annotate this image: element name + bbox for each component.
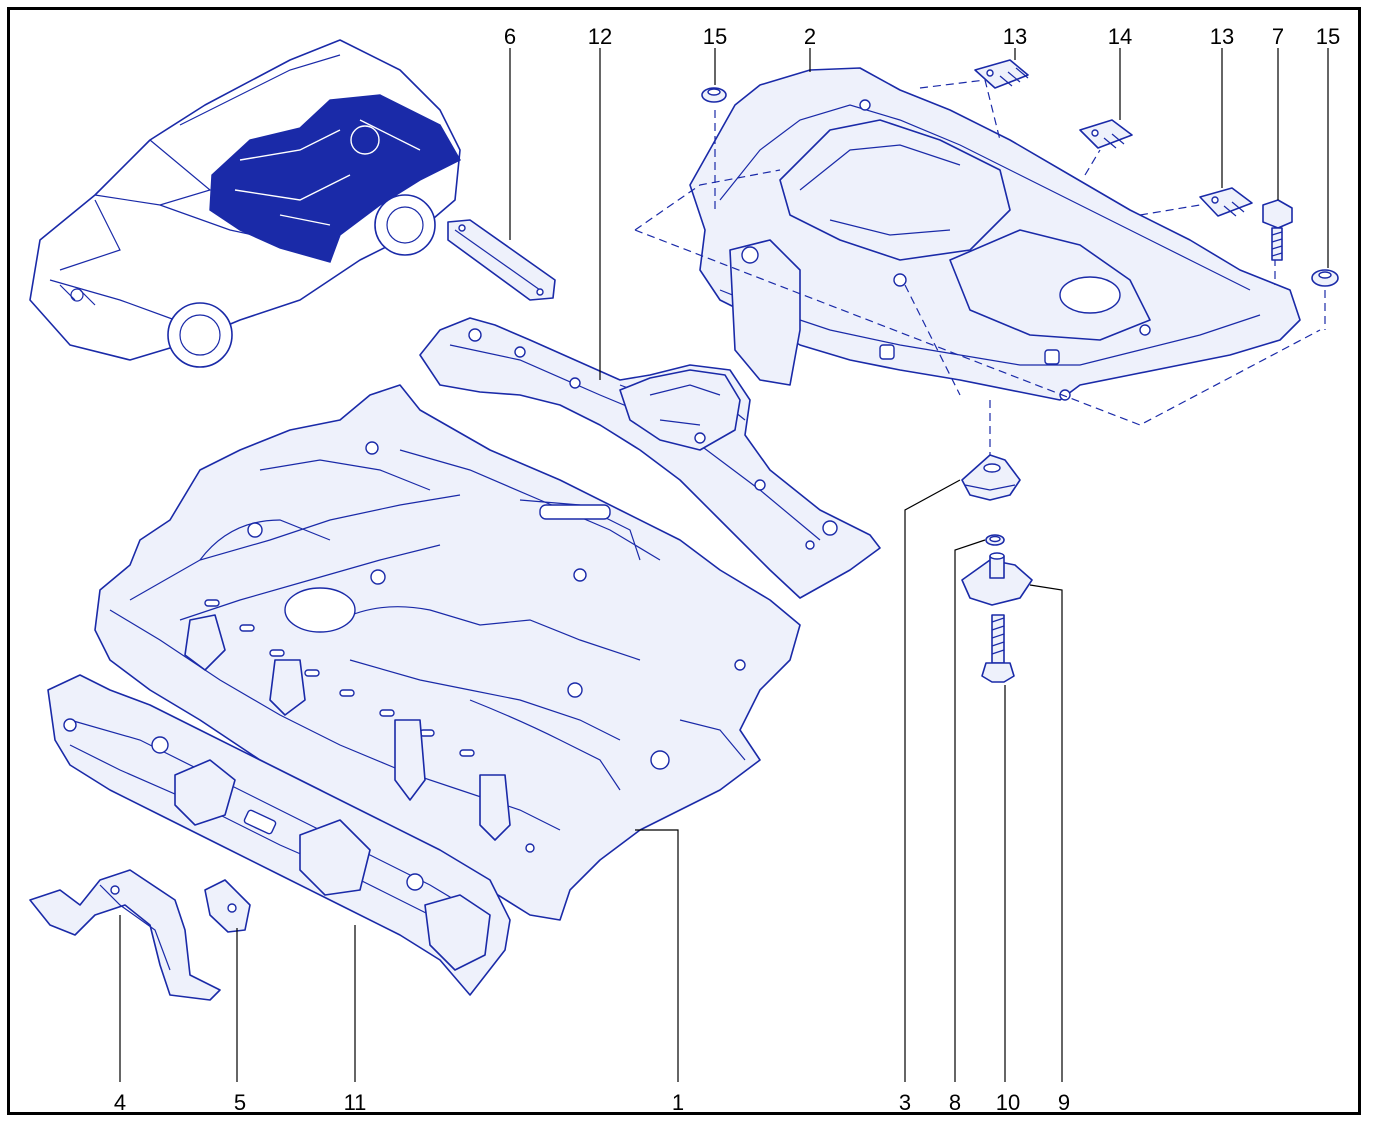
callout-5: 5 — [234, 1090, 246, 1115]
part-3-retaining-cone — [961, 454, 1021, 501]
part-10-support-screw — [981, 614, 1015, 683]
callout-1: 1 — [672, 1090, 684, 1115]
callout-9: 9 — [1058, 1090, 1070, 1115]
callout-4: 4 — [114, 1090, 126, 1115]
vehicle-locator-illustration — [29, 39, 461, 368]
callout-14: 14 — [1108, 24, 1132, 49]
part-2-underfloor-tray — [689, 67, 1301, 401]
part-8-retaining-ring — [985, 534, 1005, 546]
callout-8: 8 — [949, 1090, 961, 1115]
callout-13-right: 13 — [1210, 24, 1234, 49]
callout-6: 6 — [504, 24, 516, 49]
callout-3: 3 — [899, 1090, 911, 1115]
part-15-grommet-right — [1311, 269, 1339, 287]
callout-7: 7 — [1272, 24, 1284, 49]
callout-labels: 6 12 15 2 13 14 13 7 15 4 5 11 1 3 8 10 … — [114, 24, 1340, 1115]
part-13-clip-nut-b — [1199, 187, 1253, 217]
callout-13-left: 13 — [1003, 24, 1027, 49]
part-12-front-cross-member — [419, 317, 881, 599]
part-13-clip-nut-a — [974, 59, 1029, 89]
part-7-flange-bolt — [1262, 199, 1293, 261]
part-9-support-nut — [961, 552, 1033, 606]
callout-11: 11 — [344, 1090, 367, 1115]
part-11-rear-cross-member — [47, 674, 511, 996]
part-5-small-bracket — [204, 879, 251, 933]
callout-12: 12 — [588, 24, 612, 49]
part-14-clip-nut — [1079, 119, 1133, 149]
callout-leader-lines — [119, 48, 1329, 1082]
part-4-floor-bracket — [29, 869, 221, 1001]
callout-10: 10 — [996, 1090, 1020, 1115]
part-6-sill-plate — [447, 219, 556, 301]
callout-2: 2 — [804, 24, 816, 49]
callout-15-right: 15 — [1316, 24, 1340, 49]
part-15-grommet-left — [701, 87, 727, 103]
callout-15-left: 15 — [703, 24, 727, 49]
